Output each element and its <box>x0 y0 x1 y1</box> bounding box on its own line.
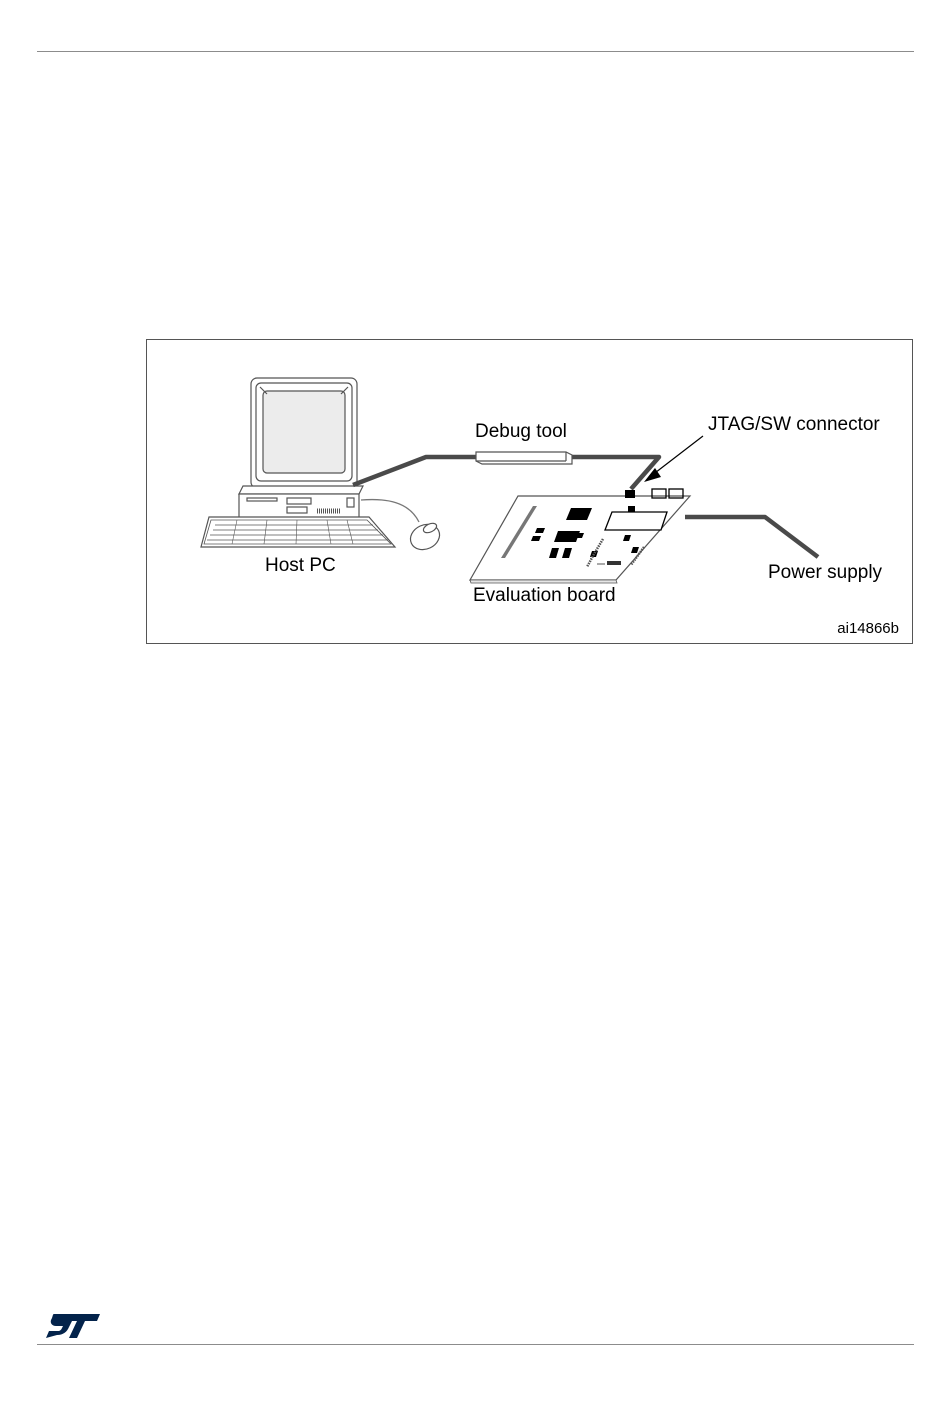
debug-tool-icon <box>476 452 572 464</box>
power-supply-label: Power supply <box>768 563 882 582</box>
figure-id: ai14866b <box>837 621 899 636</box>
debug-tool-label: Debug tool <box>475 422 567 441</box>
connection-diagram: Debug tool JTAG/SW connector Host PC Pow… <box>146 339 913 644</box>
host-pc-label: Host PC <box>265 556 336 575</box>
jtag-connector-label: JTAG/SW connector <box>708 415 880 434</box>
evaluation-board-icon <box>470 489 690 583</box>
power-cable <box>685 517 818 557</box>
footer-rule <box>37 1344 914 1345</box>
evaluation-board-label: Evaluation board <box>473 586 616 605</box>
header-rule <box>37 51 914 52</box>
st-logo <box>44 1310 102 1340</box>
